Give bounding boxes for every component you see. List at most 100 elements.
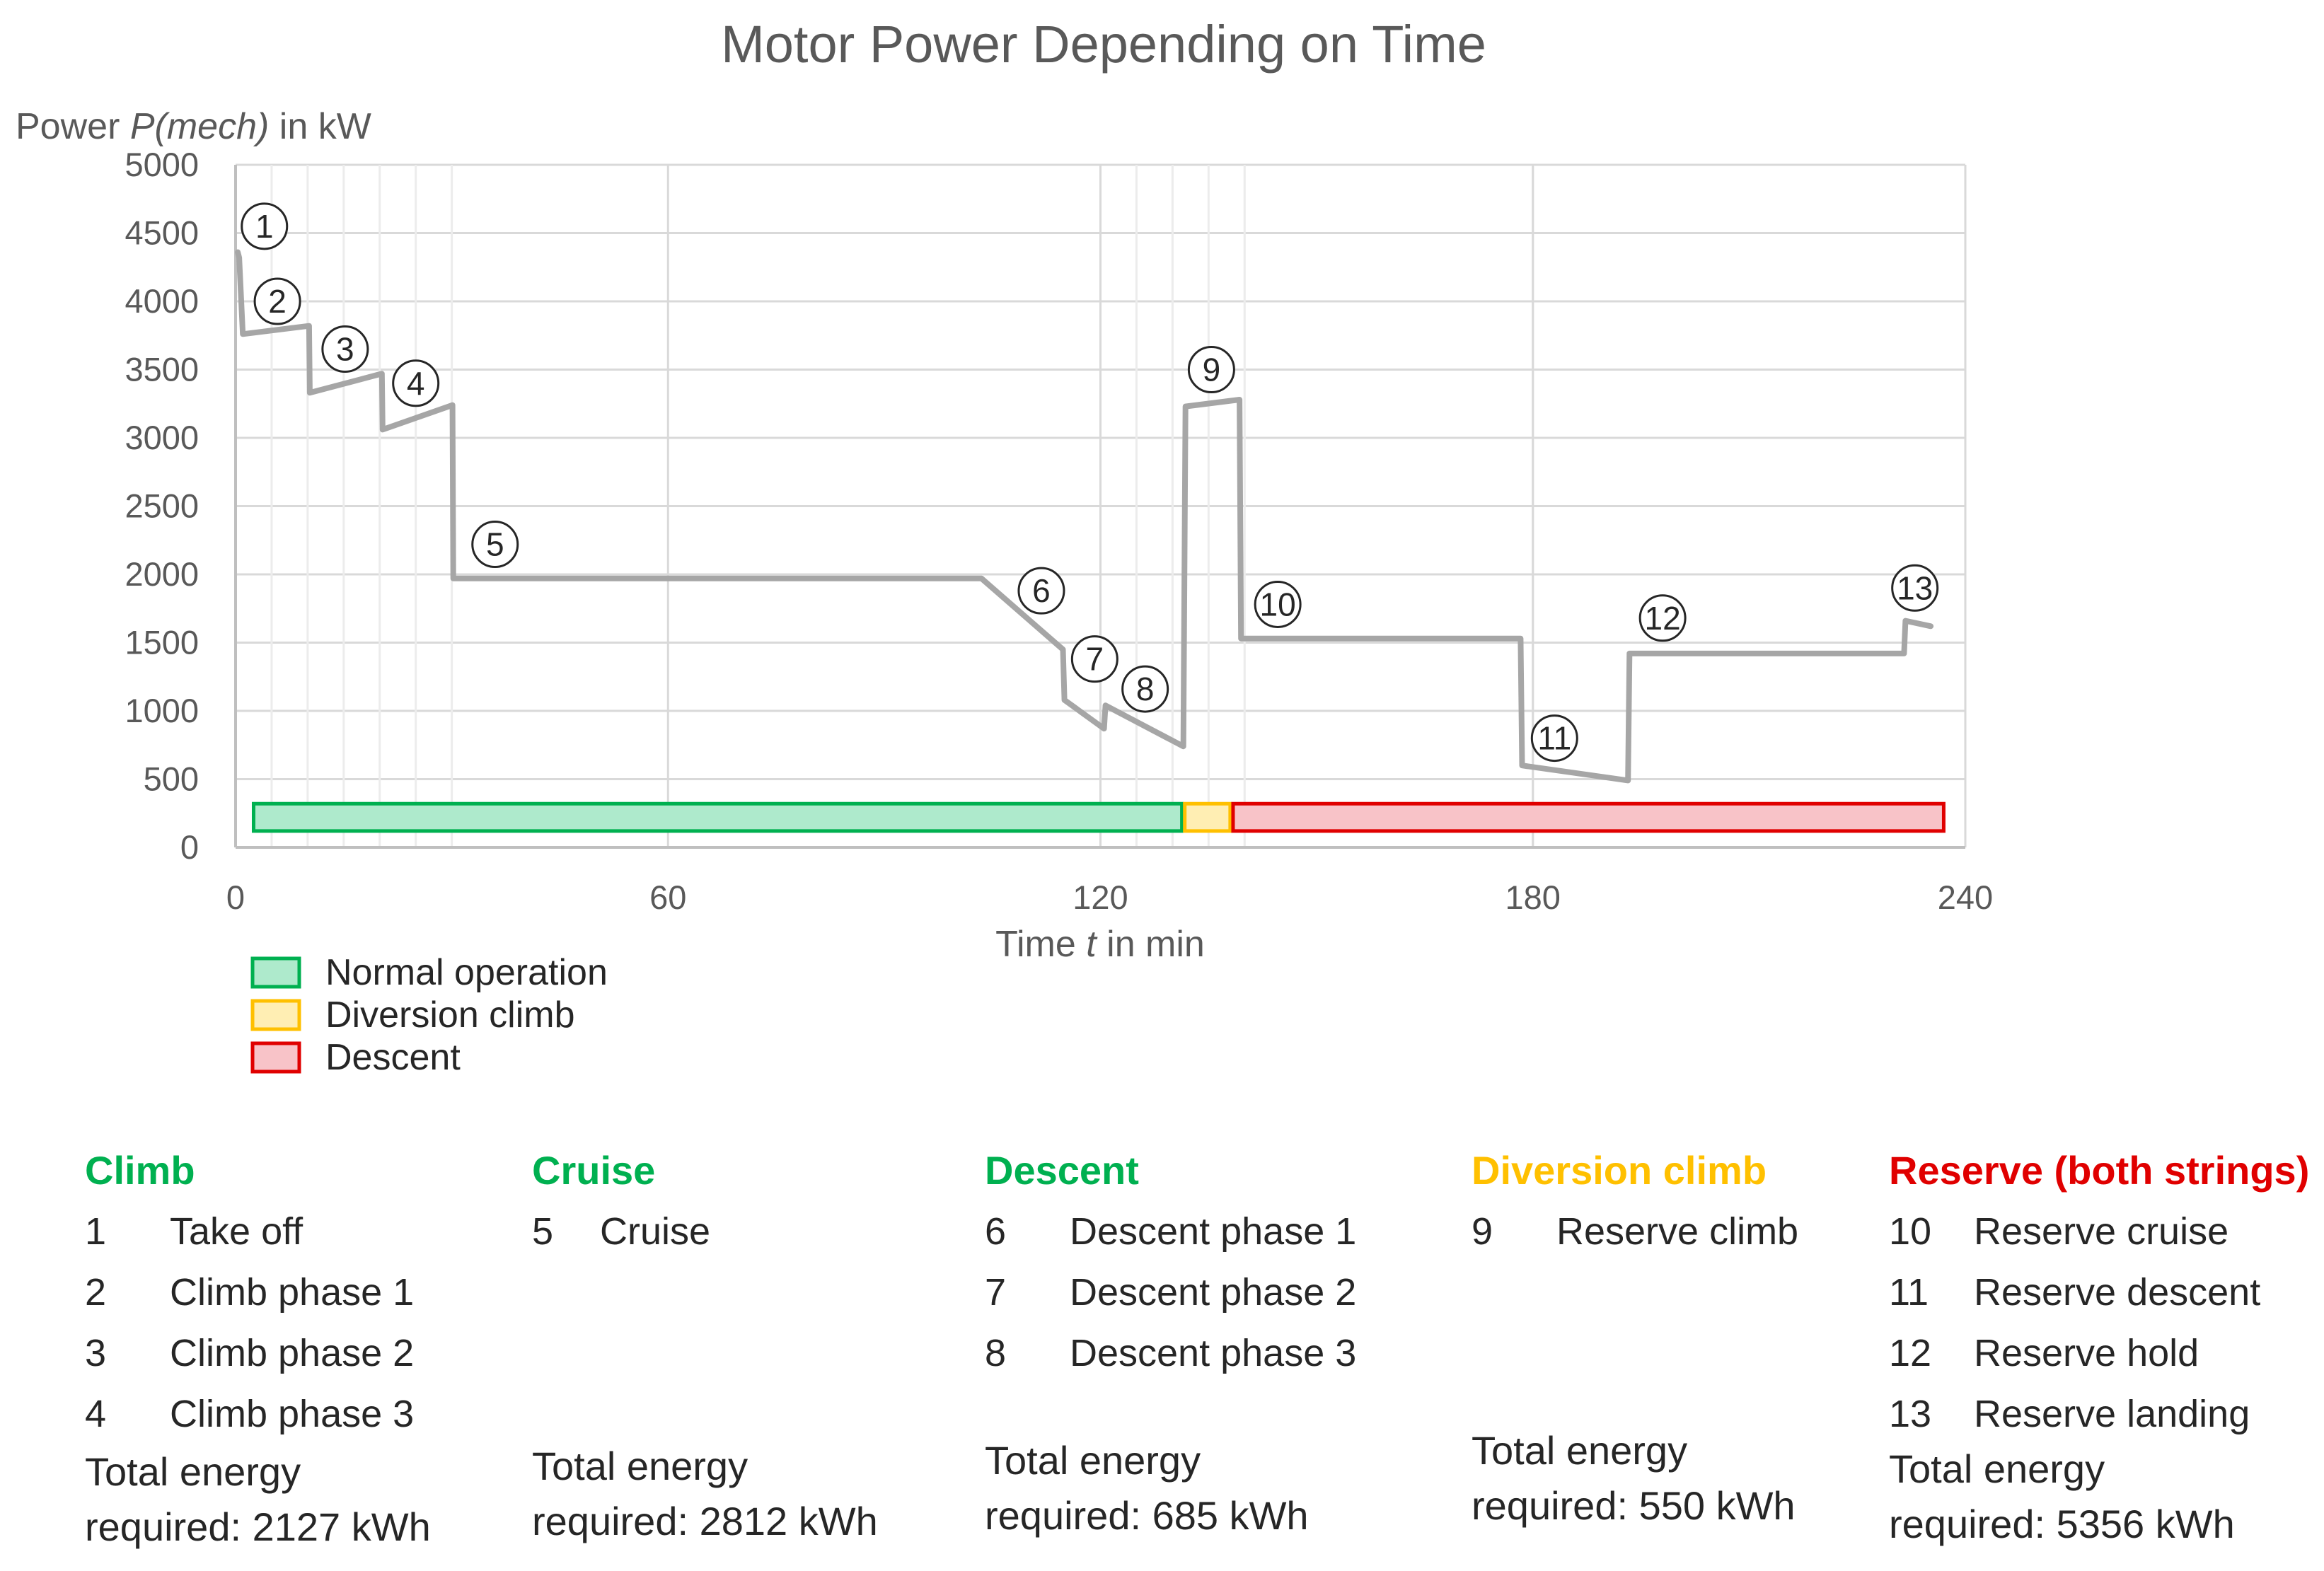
y-tick-label: 500	[144, 760, 199, 798]
phase-item-number: 2	[85, 1271, 107, 1314]
phase-item-label: Reserve climb	[1556, 1210, 1799, 1253]
phase-energy: Total energy required: 685 kWh	[985, 1433, 1309, 1543]
phase-energy: Total energy required: 5356 kWh	[1889, 1442, 2235, 1552]
y-tick-label: 1000	[125, 692, 199, 729]
phase-marker-circle	[1891, 564, 1939, 612]
x-tick-label: 240	[1938, 879, 1993, 916]
x-axis-label: Time t in min	[995, 924, 1205, 965]
phase-item-label: Reserve descent	[1974, 1271, 2261, 1314]
phase-item-number: 1	[85, 1210, 107, 1253]
phase-bands	[251, 801, 1946, 833]
phase-item-label: Climb phase 3	[170, 1393, 415, 1435]
phase-marker-label: 1	[255, 208, 274, 245]
phase-marker-circle	[1017, 567, 1065, 615]
legend-swatch	[250, 956, 301, 989]
phase-title: Reserve (both strings)	[1889, 1148, 2310, 1193]
legend-label: Normal operation	[325, 952, 608, 993]
y-tick-label: 4500	[125, 214, 199, 252]
phase-marker-label: 11	[1537, 720, 1571, 757]
phase-marker-label: 2	[268, 283, 287, 320]
phase-energy-line2: required: 5356 kWh	[1889, 1502, 2235, 1546]
phase-energy-line2: required: 2812 kWh	[532, 1499, 878, 1543]
phase-item-label: Climb phase 2	[170, 1332, 415, 1374]
phase-marker-label: 5	[486, 526, 504, 563]
phase-marker-circle	[1070, 635, 1118, 683]
phase-marker-circle	[1254, 580, 1302, 628]
y-tick-label: 4000	[125, 282, 199, 320]
phase-marker-circle	[1121, 665, 1169, 713]
phase-marker-label: 3	[336, 331, 354, 368]
phase-energy-line2: required: 685 kWh	[985, 1493, 1309, 1538]
phase-item-label: Reserve landing	[1974, 1393, 2250, 1435]
phase-marker-label: 8	[1136, 671, 1155, 707]
phase-marker-circle	[253, 277, 301, 325]
phase-title: Climb	[85, 1148, 195, 1193]
y-tick-label: 1500	[125, 624, 199, 661]
y-axis-label-symbol: P(mech)	[130, 106, 269, 147]
phase-item-label: Descent phase 3	[1070, 1332, 1357, 1374]
phase-item: 5 Cruise	[532, 1201, 710, 1262]
phase-item: 8 Descent phase 3	[985, 1323, 1356, 1384]
x-tick-label: 60	[649, 879, 686, 916]
y-tick-label: 2500	[125, 487, 199, 525]
phase-marker-circle	[1638, 594, 1687, 642]
phase-marker-circle	[471, 521, 519, 569]
phase-item: 11 Reserve descent	[1889, 1262, 2309, 1323]
phase-item-number: 11	[1889, 1271, 1929, 1314]
x-tick-label: 180	[1505, 879, 1561, 916]
y-tick-label: 5000	[125, 146, 199, 183]
phase-energy-line1: Total energy	[985, 1438, 1201, 1483]
phase-item-label: Reserve hold	[1974, 1332, 2199, 1374]
phase-marker-circle	[1530, 714, 1578, 763]
phase-band	[251, 801, 1184, 833]
phase-marker-label: 7	[1086, 641, 1104, 678]
y-tick-label: 3000	[125, 419, 199, 456]
phase-title: Cruise	[532, 1148, 656, 1193]
phase-item-number: 9	[1472, 1210, 1493, 1253]
phase-band	[1231, 801, 1946, 833]
x-axis-label-suffix: in min	[1097, 924, 1205, 965]
legend-swatch	[250, 1041, 301, 1074]
power-series	[235, 249, 1934, 784]
y-tick-label: 3500	[125, 351, 199, 388]
phase-band	[1183, 801, 1232, 833]
phase-energy-line1: Total energy	[532, 1444, 748, 1488]
x-axis-label-prefix: Time	[995, 924, 1086, 965]
y-axis-label-prefix: Power	[16, 106, 130, 147]
phase-marker-label: 6	[1032, 572, 1051, 609]
x-tick-label: 0	[226, 879, 245, 916]
phase-item-number: 10	[1889, 1210, 1932, 1253]
phase-item-number: 5	[532, 1210, 554, 1253]
phase-title: Diversion climb	[1472, 1148, 1767, 1193]
legend-label: Diversion climb	[325, 995, 575, 1036]
phase-item: 9 Reserve climb	[1472, 1201, 1798, 1262]
phase-item-label: Take off	[170, 1210, 303, 1253]
phase-energy-line1: Total energy	[1889, 1447, 2105, 1491]
phase-energy-line2: required: 550 kWh	[1472, 1483, 1796, 1528]
x-tick-label: 120	[1073, 879, 1128, 916]
phase-column: Diversion climb 9 Reserve climb	[1472, 1140, 1798, 1262]
y-tick-label: 0	[180, 828, 199, 866]
phase-item-number: 12	[1889, 1332, 1932, 1374]
phase-item-label: Descent phase 2	[1070, 1271, 1357, 1314]
phase-item-label: Descent phase 1	[1070, 1210, 1357, 1253]
y-axis-label: Power P(mech) in kW	[16, 106, 371, 147]
phase-marker-label: 13	[1897, 569, 1933, 606]
phase-item-label: Cruise	[600, 1210, 711, 1253]
phase-item-number: 8	[985, 1332, 1007, 1374]
phase-energy: Total energy required: 2812 kWh	[532, 1439, 878, 1549]
legend-label: Descent	[325, 1037, 461, 1078]
phase-marker-circle	[392, 359, 440, 407]
phase-marker-circle	[1187, 346, 1235, 393]
